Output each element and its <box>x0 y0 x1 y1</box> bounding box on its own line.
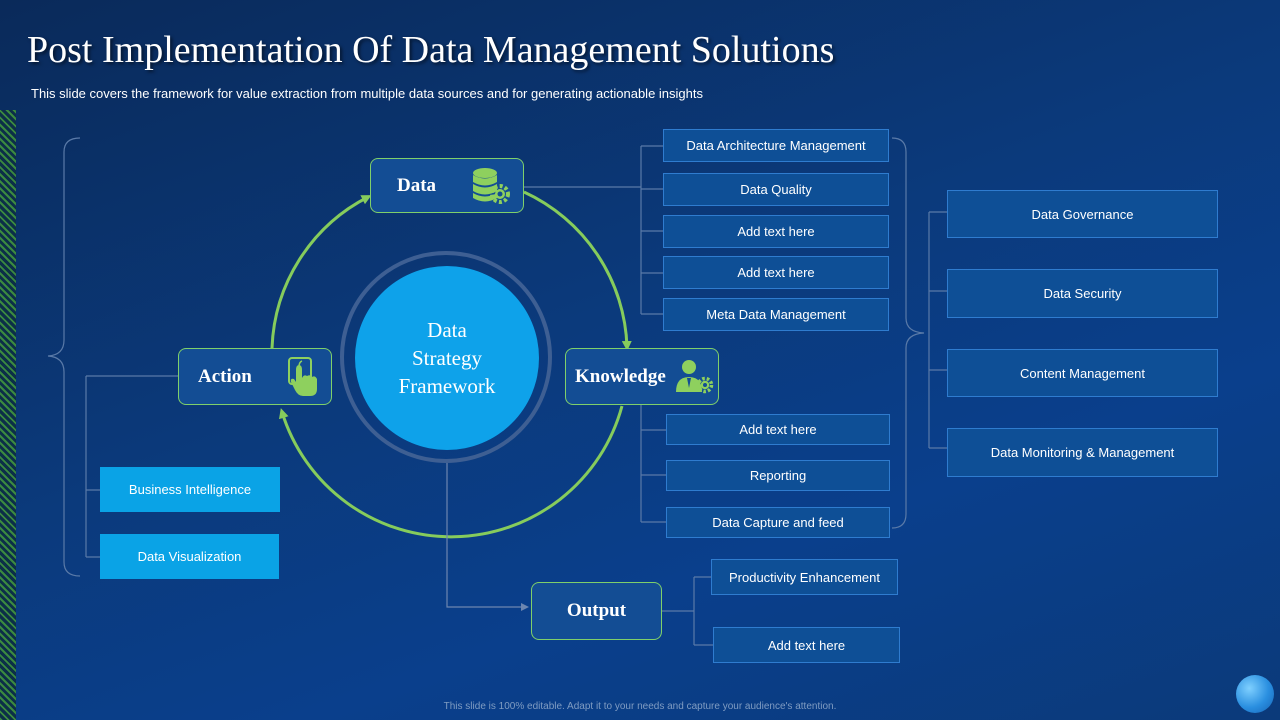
slide-subtitle: This slide covers the framework for valu… <box>31 86 703 101</box>
data-item: Data Architecture Management <box>663 129 889 162</box>
governance-item: Data Governance <box>947 190 1218 238</box>
cycle-arrow-knowledge-to-action <box>279 405 624 539</box>
slide-title: Post Implementation Of Data Management S… <box>27 29 835 71</box>
knowledge-item: Add text here <box>666 414 890 445</box>
center-line-2: Strategy <box>412 346 482 370</box>
governance-item: Data Security <box>947 269 1218 318</box>
touch-hand-icon <box>288 357 317 396</box>
center-line-1: Data <box>427 318 467 342</box>
output-item: Productivity Enhancement <box>711 559 898 595</box>
center-line-3: Framework <box>398 374 496 398</box>
center-ring <box>340 251 552 463</box>
governance-item: Data Monitoring & Management <box>947 428 1218 477</box>
brace-left <box>47 137 81 577</box>
data-item: Add text here <box>663 256 889 289</box>
node-knowledge-label: Knowledge <box>575 365 666 387</box>
node-action: Action <box>178 348 332 405</box>
slide-footer: This slide is 100% editable. Adapt it to… <box>443 701 837 712</box>
data-item: Add text here <box>663 215 889 248</box>
cycle-arrow-action-to-data <box>270 195 372 349</box>
database-gear-icon <box>473 168 510 204</box>
center-circle: Data Strategy Framework <box>355 266 539 450</box>
action-item: Business Intelligence <box>100 467 280 512</box>
node-data-label: Data <box>397 174 437 196</box>
knowledge-item: Reporting <box>666 460 890 491</box>
corner-decoration <box>1236 675 1274 713</box>
node-output-label: Output <box>566 600 627 621</box>
output-item: Add text here <box>713 627 900 663</box>
node-data: Data <box>370 158 524 213</box>
data-item: Meta Data Management <box>663 298 889 331</box>
brace-right <box>891 137 925 529</box>
data-item: Data Quality <box>663 173 889 206</box>
governance-item: Content Management <box>947 349 1218 397</box>
person-gear-icon <box>676 360 714 394</box>
node-action-label: Action <box>198 365 252 387</box>
node-knowledge: Knowledge <box>565 348 719 405</box>
side-stripe <box>0 110 16 720</box>
node-output: Output <box>531 582 662 640</box>
action-item: Data Visualization <box>100 534 279 579</box>
cycle-arrow-data-to-knowledge <box>523 190 632 351</box>
knowledge-item: Data Capture and feed <box>666 507 890 538</box>
